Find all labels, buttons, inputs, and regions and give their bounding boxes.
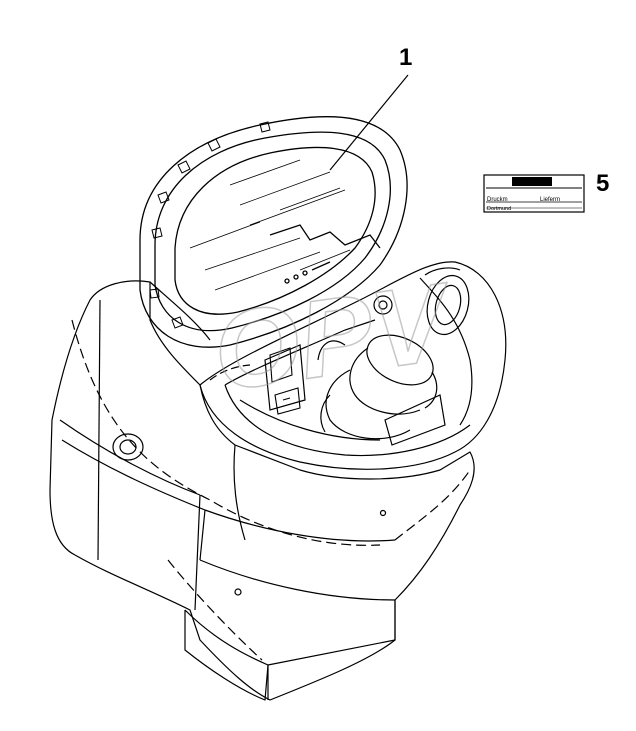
decal-brand: FENDT bbox=[520, 178, 545, 187]
callout-label-1: 1 bbox=[399, 44, 413, 71]
console-housing bbox=[49, 280, 475, 701]
decal-bottom-field: Dortmund bbox=[487, 206, 511, 212]
mounting-bracket bbox=[269, 347, 301, 415]
joystick bbox=[317, 334, 438, 440]
callout-1-leader bbox=[329, 74, 409, 171]
watermark-text: OPV bbox=[206, 259, 462, 414]
opv-watermark: OPV bbox=[205, 259, 462, 416]
console-top-deck bbox=[199, 261, 507, 470]
decal-right-field: Lieferm bbox=[540, 197, 560, 203]
fendt-decal: FENDT Druckm Lieferm Dortmund bbox=[483, 174, 585, 213]
decal-left-field: Druckm bbox=[487, 197, 508, 203]
display-terminal bbox=[139, 115, 408, 348]
callout-label-5: 5 bbox=[596, 170, 610, 197]
right-control-knob bbox=[373, 267, 470, 336]
